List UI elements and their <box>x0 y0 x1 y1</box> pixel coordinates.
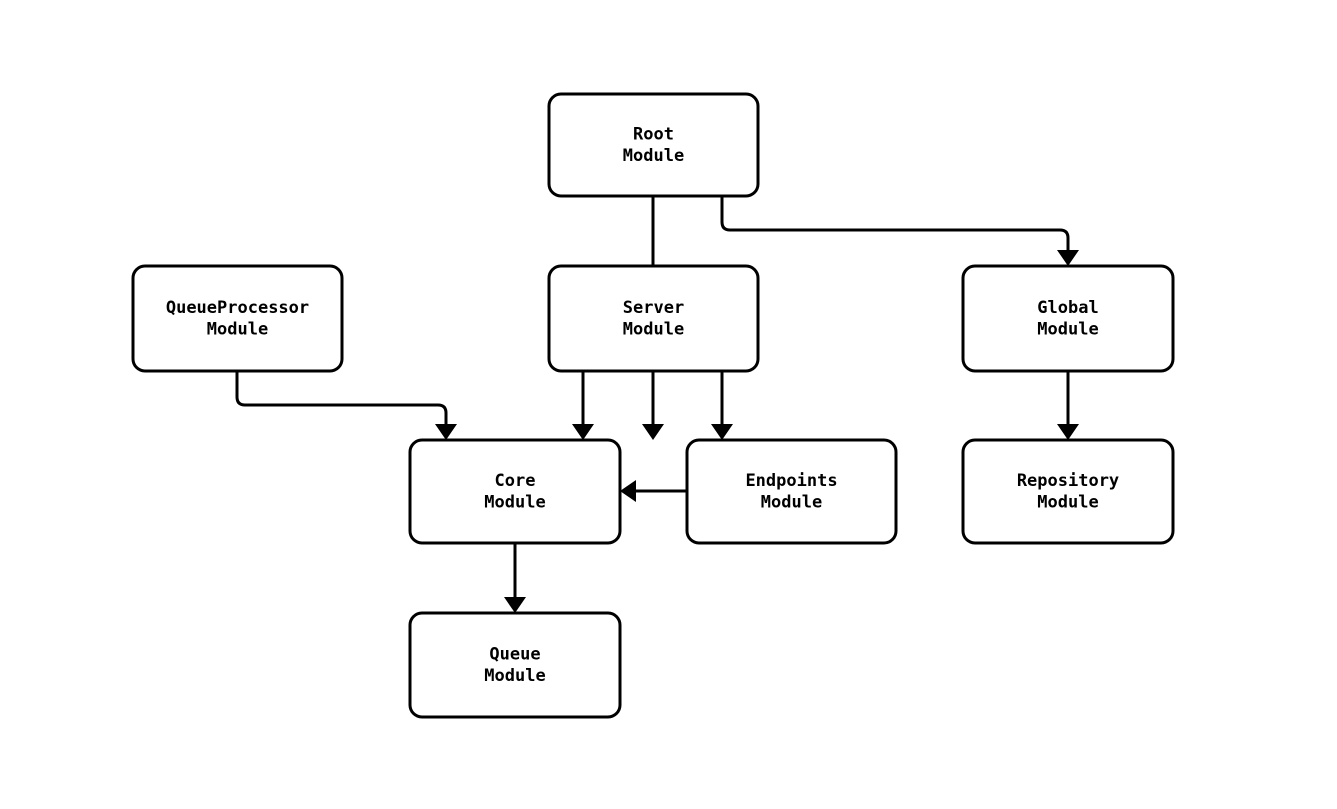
edge-core-to-queue <box>504 543 526 613</box>
edge-arrowhead <box>572 424 594 440</box>
node-box[interactable] <box>408 438 622 545</box>
edge-arrowhead <box>1057 424 1079 440</box>
edge-global-to-repository <box>1057 371 1079 440</box>
node-box[interactable] <box>547 92 760 198</box>
node-box[interactable] <box>547 264 760 373</box>
edge-root-to-global <box>720 196 1079 266</box>
edge-server-to-endpoints <box>711 371 733 440</box>
edge-server-to-core <box>572 371 594 440</box>
node-label-line1: Root <box>633 124 674 144</box>
node-label-line1: QueueProcessor <box>166 298 309 318</box>
node-label-line2: Module <box>761 493 822 513</box>
node-box[interactable] <box>131 264 344 373</box>
edge-arrowhead <box>504 597 526 613</box>
node-label-line2: Module <box>484 666 545 686</box>
node-label-line2: Module <box>1037 320 1098 340</box>
node-label-line1: Server <box>623 298 684 318</box>
edge-line <box>720 196 1070 250</box>
node-label-line1: Core <box>495 471 536 491</box>
node-box[interactable] <box>685 438 898 545</box>
edge-line <box>235 371 448 424</box>
edge-arrowhead <box>711 424 733 440</box>
node-box[interactable] <box>408 611 622 719</box>
node-label-line2: Module <box>623 146 684 166</box>
node-label-line2: Module <box>207 320 268 340</box>
edges-layer <box>235 196 1079 613</box>
node-box[interactable] <box>961 438 1175 545</box>
edge-queueprocessor-to-core <box>235 371 457 440</box>
node-label-line2: Module <box>484 493 545 513</box>
edge-arrowhead <box>642 424 664 440</box>
edge-arrowhead <box>620 480 636 502</box>
node-box[interactable] <box>961 264 1175 373</box>
node-label-line1: Repository <box>1017 471 1119 491</box>
edge-arrowhead <box>435 424 457 440</box>
node-label-line1: Endpoints <box>745 471 837 491</box>
edge-endpoints-to-core <box>620 480 687 502</box>
node-label-line1: Queue <box>489 644 540 664</box>
node-label-line2: Module <box>623 320 684 340</box>
node-label-line2: Module <box>1037 493 1098 513</box>
edge-arrowhead <box>1057 250 1079 266</box>
node-label-line1: Global <box>1037 298 1098 318</box>
